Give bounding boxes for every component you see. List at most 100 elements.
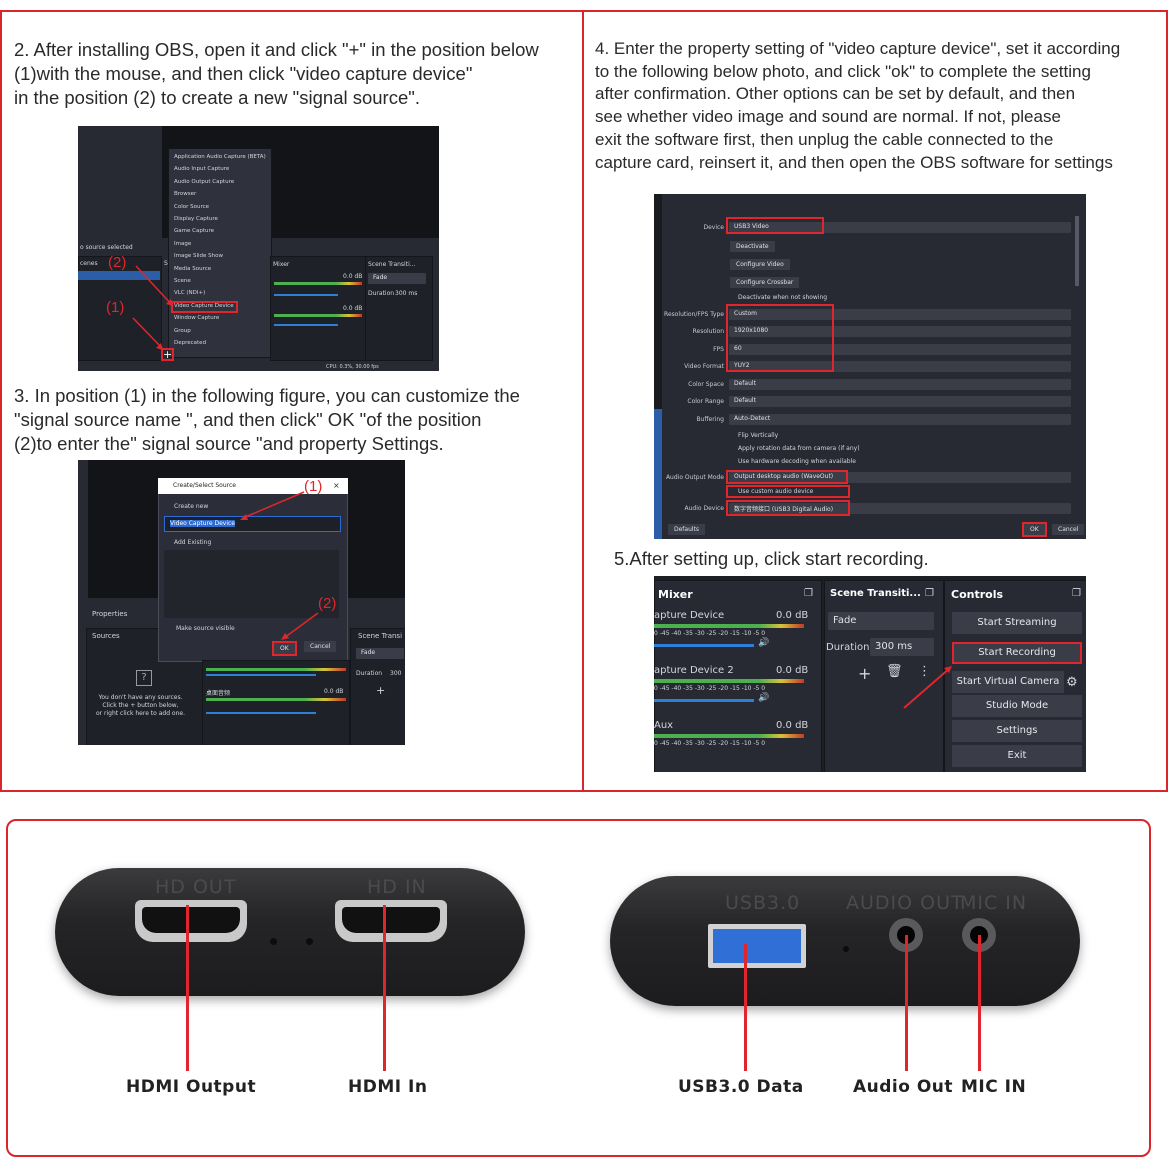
- add-source-button[interactable]: +: [161, 348, 174, 361]
- check-rotation[interactable]: Apply rotation data from camera (if any): [738, 445, 860, 452]
- fade-select-2[interactable]: Fade: [356, 648, 404, 659]
- gear-icon[interactable]: ⚙: [1066, 675, 1078, 690]
- properties-tab[interactable]: Properties: [92, 610, 128, 618]
- property-label: FPS: [713, 346, 724, 353]
- property-field[interactable]: 60: [729, 344, 1071, 355]
- fader-2b[interactable]: [206, 712, 316, 714]
- fade-select[interactable]: Fade: [368, 273, 426, 284]
- scene-row-selected[interactable]: [78, 271, 160, 280]
- check-deactivate[interactable]: Deactivate when not showing: [738, 294, 828, 301]
- ok-button-3[interactable]: OK: [1022, 522, 1047, 537]
- deactivate-button[interactable]: Deactivate: [730, 241, 775, 252]
- column-divider: [582, 10, 584, 792]
- menu-item[interactable]: Display Capture: [174, 216, 218, 222]
- fader-1[interactable]: [274, 294, 338, 296]
- ok-button-2[interactable]: OK: [272, 641, 297, 656]
- menu-item[interactable]: Application Audio Capture (BETA): [174, 154, 266, 160]
- start-streaming-button[interactable]: Start Streaming: [952, 612, 1082, 634]
- menu-item[interactable]: Scene: [174, 278, 191, 284]
- menu-item[interactable]: Group: [174, 327, 191, 334]
- dock-icon-controls[interactable]: ❐: [1072, 588, 1081, 599]
- create-new-radio[interactable]: Create new: [174, 503, 209, 510]
- transitions-panel-2: [350, 628, 405, 745]
- property-field[interactable]: 数字音频接口 (USB3 Digital Audio): [729, 503, 1071, 514]
- property-field[interactable]: Default: [729, 379, 1071, 390]
- menu-item[interactable]: Deprecated: [174, 340, 207, 346]
- menu-item[interactable]: Audio Output Capture: [174, 178, 235, 185]
- device-frame: [6, 819, 1151, 1157]
- fader-2[interactable]: [274, 324, 338, 326]
- property-field[interactable]: Default: [729, 396, 1071, 407]
- check-flip[interactable]: Flip Vertically: [738, 432, 779, 439]
- track-fader[interactable]: [654, 699, 754, 702]
- more-icon-4[interactable]: ⋮: [918, 664, 931, 679]
- track-scale: 0 -45 -40 -35 -30 -25 -20 -15 -10 -5 0: [654, 740, 766, 747]
- menu-item[interactable]: Window Capture: [174, 315, 220, 322]
- cancel-button-2[interactable]: Cancel: [304, 641, 337, 652]
- property-field[interactable]: USB3 Video: [729, 222, 1071, 233]
- duration-value: 300 ms: [395, 290, 418, 297]
- step3-text: 3. In position (1) in the following figu…: [14, 385, 520, 454]
- track-db: 0.0 dB: [776, 610, 809, 621]
- property-label: Resolution/FPS Type: [664, 311, 724, 318]
- menu-item[interactable]: Image: [174, 240, 192, 247]
- add-icon-2[interactable]: +: [376, 684, 386, 697]
- fade-select-4[interactable]: Fade: [828, 612, 934, 630]
- track-db: 0.0 dB: [776, 720, 809, 731]
- check-hwdecode[interactable]: Use hardware decoding when available: [738, 458, 856, 465]
- menu-item[interactable]: Color Source: [174, 203, 209, 210]
- make-visible-check[interactable]: Make source visible: [176, 625, 235, 632]
- speaker-icon[interactable]: 🔊: [758, 638, 770, 648]
- menu-item[interactable]: VLC (NDI+): [174, 290, 206, 297]
- property-value: Output desktop audio (WaveOut): [734, 473, 834, 480]
- menu-item[interactable]: Media Source: [174, 265, 212, 272]
- studio-mode-button[interactable]: Studio Mode: [952, 695, 1082, 717]
- check-custom-audio[interactable]: Use custom audio device: [738, 488, 814, 495]
- menu-item[interactable]: Audio Input Capture: [174, 166, 230, 173]
- duration-field-4[interactable]: 300 ms: [870, 638, 934, 656]
- property-field[interactable]: Auto-Detect: [729, 414, 1071, 425]
- defaults-button[interactable]: Defaults: [668, 524, 706, 535]
- property-value: YUY2: [734, 362, 750, 369]
- add-existing-radio[interactable]: Add Existing: [174, 539, 212, 546]
- dialog-title: Create/Select Source: [173, 482, 236, 489]
- dock-icon-trans[interactable]: ❐: [925, 588, 934, 599]
- start-virtual-camera-button[interactable]: Start Virtual Camera: [952, 671, 1064, 693]
- cancel-button-3[interactable]: Cancel: [1052, 524, 1085, 535]
- step4-text: 4. Enter the property setting of "video …: [595, 39, 1121, 172]
- exit-button[interactable]: Exit: [952, 745, 1082, 767]
- fade-value-2: Fade: [361, 649, 376, 656]
- no-source-label: o source selected: [80, 244, 133, 251]
- menu-item[interactable]: Game Capture: [174, 228, 214, 235]
- step5-text: 5.After setting up, click start recordin…: [614, 548, 929, 569]
- property-value: 数字音频接口 (USB3 Digital Audio): [734, 506, 834, 513]
- configure-crossbar-button[interactable]: Configure Crossbar: [730, 277, 800, 288]
- property-field[interactable]: 1920x1080: [729, 326, 1071, 337]
- speaker-icon[interactable]: 🔊: [758, 693, 770, 703]
- property-value: 1920x1080: [734, 327, 769, 334]
- callout-usb: USB3.0 Data: [678, 1077, 804, 1097]
- marker-1: (1): [106, 299, 125, 316]
- trans-title-4: Scene Transiti...: [830, 588, 921, 599]
- configure-video-button[interactable]: Configure Video: [730, 259, 790, 270]
- property-label: Color Range: [687, 398, 724, 405]
- fade-value: Fade: [373, 274, 388, 281]
- menu-item[interactable]: Browser: [174, 191, 197, 198]
- trash-icon-4[interactable]: 🗑: [886, 664, 903, 679]
- fader-2a[interactable]: [206, 674, 316, 676]
- start-recording-button[interactable]: Start Recording: [952, 642, 1082, 664]
- property-field[interactable]: YUY2: [729, 361, 1071, 372]
- scenes-title: cenes: [80, 260, 98, 267]
- settings-button[interactable]: Settings: [952, 720, 1082, 742]
- mixer-title: Mixer: [273, 261, 290, 268]
- add-icon-4[interactable]: +: [858, 664, 872, 683]
- track-fader[interactable]: [654, 644, 754, 647]
- menu-item[interactable]: Image Slide Show: [174, 253, 223, 260]
- property-field[interactable]: Output desktop audio (WaveOut): [729, 472, 1071, 483]
- property-field[interactable]: Custom: [729, 309, 1071, 320]
- dialog-close[interactable]: ×: [333, 481, 340, 490]
- top-frame: [0, 10, 1168, 792]
- dock-icon-mixer[interactable]: ❐: [804, 588, 813, 599]
- scrollbar[interactable]: [1075, 216, 1079, 286]
- menu-item[interactable]: Video Capture Device: [174, 302, 234, 309]
